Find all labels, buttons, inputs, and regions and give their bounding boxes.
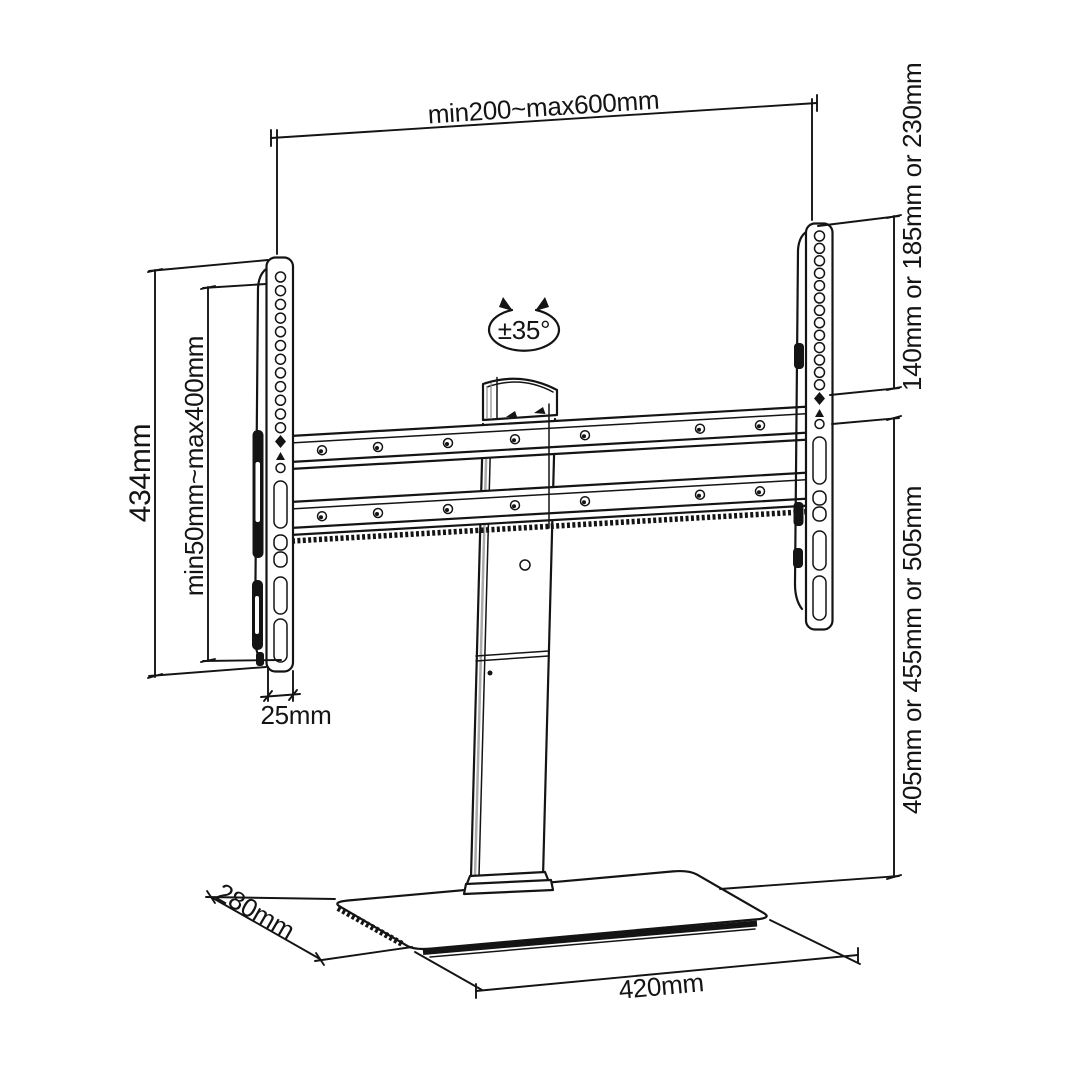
- label-stand-height-options: 405mm or 455mm or 505mm: [897, 486, 927, 814]
- rotation-arrow-right-icon: [535, 297, 549, 311]
- rail-screws: [316, 420, 766, 522]
- dim-top-width: min200~max600mm: [270, 85, 818, 255]
- base-front-edge: [422, 920, 758, 955]
- right-bracket-flange: [793, 228, 812, 611]
- right-bracket-slots: [812, 436, 827, 621]
- lower-rail-texture: [291, 508, 811, 544]
- rotation-arc: [487, 308, 561, 352]
- left-bracket-slots: [273, 480, 288, 663]
- left-bracket-holes: [274, 271, 287, 434]
- label-swivel-angle: ±35°: [498, 315, 550, 345]
- dim-upper-height-options: 140mm or 185mm or 230mm: [817, 63, 927, 396]
- column-foot: [462, 870, 555, 896]
- label-bracket-height: 434mm: [124, 424, 157, 523]
- left-vesa-bracket: [252, 256, 295, 673]
- swivel-cap: [481, 376, 559, 422]
- base-left-edge-texture: [336, 905, 406, 948]
- dim-bracket-height: 434mm: [124, 259, 269, 679]
- crossbar-rails: [288, 405, 812, 544]
- label-vesa-height-range: min50mm~max400mm: [179, 336, 209, 596]
- dim-vesa-height-range: min50mm~max400mm: [179, 283, 282, 663]
- right-bracket-holes: [813, 230, 826, 391]
- dim-bracket-depth: 25mm: [260, 666, 332, 730]
- label-top-width: min200~max600mm: [427, 85, 660, 130]
- label-bracket-depth: 25mm: [260, 700, 331, 730]
- base-plate: [336, 869, 768, 958]
- rotation-arrow-left-icon: [499, 297, 513, 311]
- label-base-depth: 280mm: [211, 877, 300, 946]
- label-base-width: 420mm: [617, 967, 705, 1005]
- column-joint-line: [475, 650, 550, 657]
- right-vesa-bracket: [793, 222, 834, 631]
- column-screw-hole: [519, 559, 531, 571]
- dim-stand-height-options: 405mm or 455mm or 505mm: [719, 415, 927, 890]
- swivel-angle-indicator: ±35°: [487, 297, 561, 352]
- label-upper-height-options: 140mm or 185mm or 230mm: [897, 63, 927, 391]
